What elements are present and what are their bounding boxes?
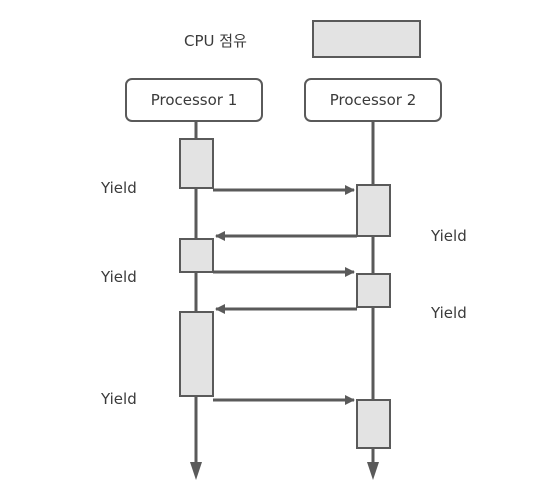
processor-2-activation [356,273,391,308]
processor-1-activation [179,238,214,273]
processor-2-activation [356,184,391,237]
legend-swatch [312,20,421,58]
yield-label: Yield [431,304,467,322]
processor-2-activation [356,399,391,449]
yield-label: Yield [101,268,137,286]
legend-label: CPU 점유 [184,32,247,50]
processor-2-box: Processor 2 [304,78,442,122]
yield-label: Yield [101,390,137,408]
processor-1-box: Processor 1 [125,78,263,122]
processor-2-lifeline-arrowhead [367,462,379,480]
processor-1-activation [179,311,214,397]
processor-1-activation [179,138,214,189]
yield-label: Yield [101,179,137,197]
processor-1-label: Processor 1 [150,91,238,109]
processor-2-label: Processor 2 [329,91,417,109]
yield-label: Yield [431,227,467,245]
processor-1-lifeline-arrowhead [190,462,202,480]
